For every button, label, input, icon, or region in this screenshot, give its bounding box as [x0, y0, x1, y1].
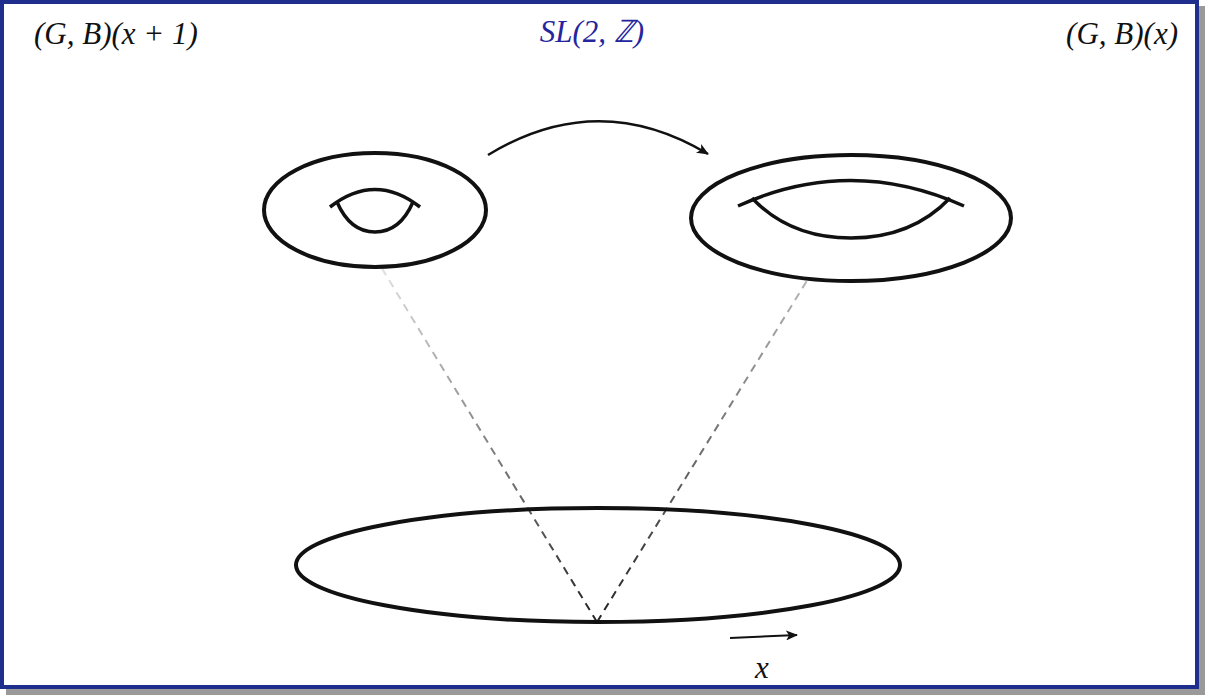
map-arrow [488, 121, 708, 155]
projection-line [378, 262, 597, 622]
fiber-label: (G, B)(x) [1066, 18, 1178, 49]
fiber-label: (G, B)(x + 1) [34, 18, 198, 49]
map-label: SL(2, ℤ) [540, 16, 644, 47]
torus [264, 153, 486, 267]
base-circle [296, 508, 900, 622]
torus-hole [752, 198, 950, 238]
coordinate-label: x [755, 652, 769, 683]
torus-hole [330, 190, 420, 208]
torus-hole [337, 202, 413, 232]
direction-arrow [730, 635, 797, 638]
torus [691, 155, 1011, 281]
frame [0, 0, 1199, 689]
projection-line [597, 240, 832, 622]
torus-hole [738, 181, 964, 207]
